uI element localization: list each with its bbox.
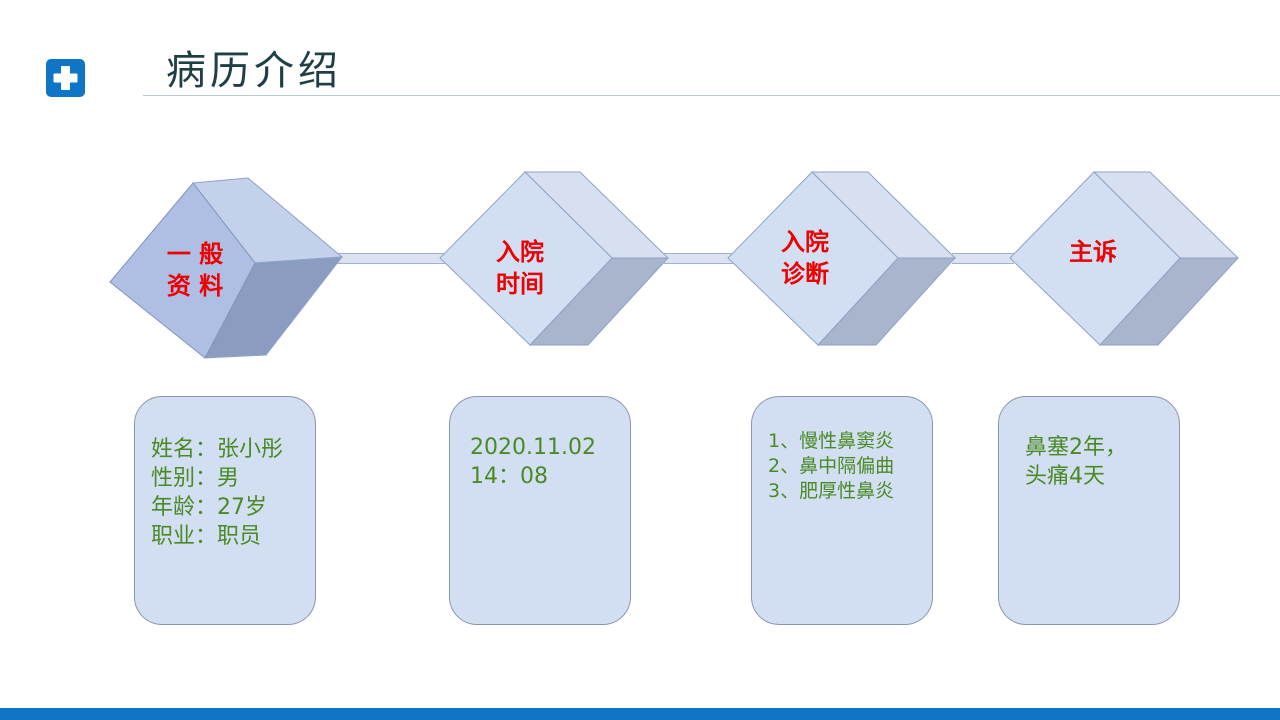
step-label-admission-time: 入院 时间	[496, 238, 544, 298]
admission-time-details: 2020.11.02 14：08	[470, 435, 596, 489]
step-label-general-info: 一 般 资 料	[166, 240, 224, 300]
connector-2-3	[664, 253, 734, 264]
medical-cross-icon	[46, 59, 85, 97]
page-title: 病历介绍	[166, 48, 342, 94]
footer-bar	[0, 708, 1280, 720]
general-info-details: 姓名：张小彤 性别：男 年龄：27岁 职业：职员	[151, 437, 284, 549]
title-divider	[143, 95, 1280, 96]
chief-complaint-details: 鼻塞2年， 头痛4天	[1025, 435, 1127, 489]
connector-1-2	[334, 253, 446, 264]
step-label-chief-complaint: 主诉	[1069, 238, 1117, 266]
info-card-general-info: 姓名：张小彤 性别：男 年龄：27岁 职业：职员	[134, 396, 316, 625]
step-label-admission-diagnosis: 入院 诊断	[781, 228, 829, 288]
connector-3-4	[952, 253, 1014, 264]
info-card-admission-diagnosis: 1、慢性鼻窦炎 2、鼻中隔偏曲 3、肥厚性鼻炎	[751, 396, 933, 625]
admission-diagnosis-details: 1、慢性鼻窦炎 2、鼻中隔偏曲 3、肥厚性鼻炎	[768, 430, 895, 502]
info-card-admission-time: 2020.11.02 14：08	[449, 396, 631, 625]
info-card-chief-complaint: 鼻塞2年， 头痛4天	[998, 396, 1180, 625]
